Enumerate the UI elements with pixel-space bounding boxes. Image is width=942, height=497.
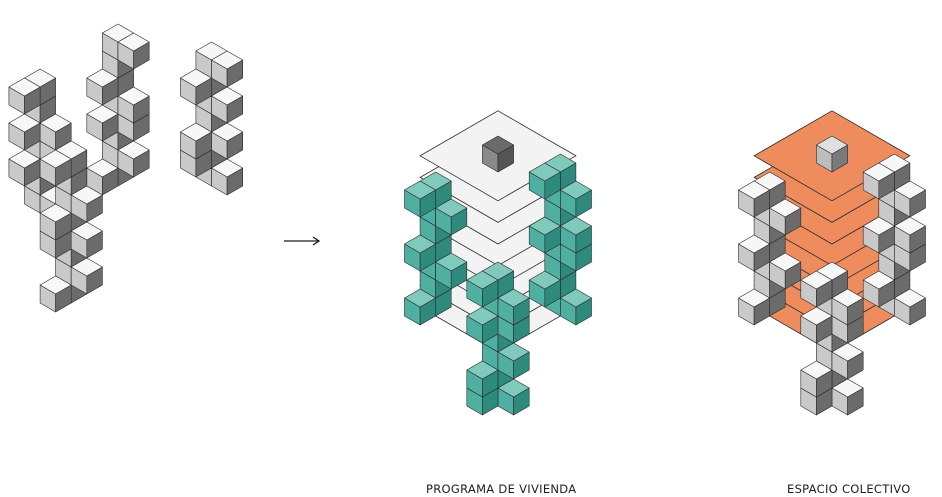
- module-cube: [831, 288, 864, 326]
- module-cube: [435, 198, 468, 236]
- module-cube: [404, 180, 436, 218]
- module-cube: [862, 270, 895, 308]
- module-cube: [497, 288, 530, 326]
- module-cube: [8, 77, 41, 115]
- module-cube: [560, 288, 592, 326]
- module-cube: [404, 234, 436, 272]
- collective-space-diagram: [738, 110, 926, 416]
- module-cube: [117, 140, 150, 178]
- massing-cluster-original: [8, 23, 243, 313]
- module-cube: [738, 180, 770, 218]
- module-cube: [800, 270, 833, 308]
- module-cube: [211, 122, 243, 160]
- caption-housing-program: PROGRAMA DE VIVIENDA: [426, 482, 577, 496]
- module-cube: [769, 198, 802, 236]
- module-cube: [211, 158, 243, 196]
- module-cube: [39, 275, 72, 313]
- module-cube: [70, 221, 103, 259]
- module-cube: [528, 270, 561, 308]
- module-cube: [404, 288, 436, 326]
- module-cube: [211, 50, 243, 88]
- module-cube: [894, 216, 926, 254]
- module-cube: [560, 216, 592, 254]
- module-cube: [435, 252, 468, 290]
- module-cube: [70, 185, 103, 223]
- module-cube: [39, 149, 72, 187]
- right-arrow-icon: [284, 236, 321, 246]
- module-cube: [497, 378, 530, 416]
- caption-collective-space: ESPACIO COLECTIVO: [787, 482, 911, 496]
- module-cube: [117, 32, 150, 70]
- core-block: [482, 135, 514, 173]
- module-cube: [180, 68, 212, 106]
- module-cube: [528, 216, 561, 254]
- module-cube: [831, 342, 864, 380]
- module-cube: [894, 288, 926, 326]
- module-cube: [862, 216, 895, 254]
- module-cube: [466, 306, 499, 344]
- module-cube: [894, 180, 926, 218]
- module-cube: [738, 234, 770, 272]
- module-cube: [862, 162, 895, 200]
- module-cube: [769, 252, 802, 290]
- module-cube: [117, 86, 150, 124]
- core-block: [816, 135, 848, 173]
- module-cube: [70, 257, 103, 295]
- housing-program-diagram: [404, 110, 592, 416]
- module-cube: [39, 203, 72, 241]
- module-cube: [466, 360, 499, 398]
- module-cube: [738, 288, 770, 326]
- module-cube: [86, 104, 119, 142]
- module-cube: [831, 378, 864, 416]
- module-cube: [800, 360, 833, 398]
- module-cube: [211, 86, 243, 124]
- module-cube: [39, 113, 72, 151]
- module-cube: [528, 162, 561, 200]
- module-cube: [466, 270, 499, 308]
- module-cube: [8, 149, 41, 187]
- module-cube: [497, 342, 530, 380]
- module-cube: [800, 306, 833, 344]
- module-cube: [86, 68, 119, 106]
- module-cube: [180, 122, 212, 160]
- module-cube: [8, 113, 41, 151]
- module-cube: [560, 180, 592, 218]
